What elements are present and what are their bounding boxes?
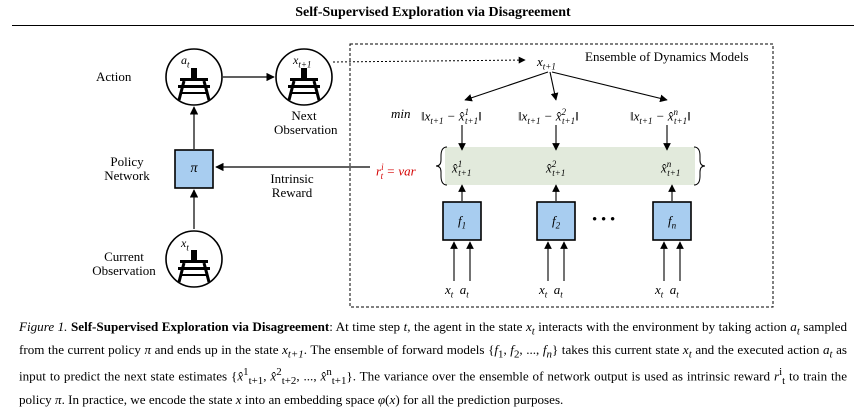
- norm-1: ‖xt+1 − x̂1t+1‖: [421, 107, 482, 126]
- policy-network-label: Policy Network: [104, 154, 150, 183]
- min-label: min: [391, 106, 411, 121]
- next-observation-label: Next Observation: [274, 108, 338, 137]
- ellipsis-dots: • • •: [592, 212, 616, 228]
- norm-2: ‖xt+1 − x̂2t+1‖: [518, 107, 579, 126]
- policy-symbol: π: [190, 161, 198, 176]
- prediction-band: [445, 147, 695, 185]
- input-pair-2: xt at: [539, 282, 563, 300]
- model-symbol-1: f1: [457, 213, 467, 231]
- model-box-1: [442, 201, 482, 241]
- prediction-2: x̂2t+1: [546, 159, 566, 178]
- intrinsic-reward-label: Intrinsic Reward: [270, 171, 314, 200]
- model-symbol-n: fn: [667, 213, 677, 231]
- action-label: Action: [96, 69, 132, 84]
- title-rule: [12, 25, 854, 26]
- ensemble-box: [349, 43, 774, 308]
- norm-n: ‖xt+1 − x̂nt+1‖: [630, 107, 691, 126]
- model-box-2: [536, 201, 576, 241]
- prediction-1: x̂1t+1: [452, 159, 472, 178]
- ensemble-label: Ensemble of Dynamics Models: [585, 49, 749, 64]
- reward-formula: rit = var: [376, 162, 416, 181]
- figure-caption: Figure 1. Self-Supervised Exploration vi…: [19, 319, 848, 407]
- current-observation-label: Current Observation: [92, 249, 156, 278]
- input-pair-1: xt at: [445, 282, 469, 300]
- current-state-symbol: xt: [181, 236, 189, 253]
- action-symbol: at: [181, 53, 190, 70]
- figure-title: Self-Supervised Exploration via Disagree…: [295, 5, 571, 20]
- input-pair-n: xt at: [655, 282, 679, 300]
- ensemble-input-symbol: xt+1: [537, 54, 556, 72]
- model-box-n: [652, 201, 692, 241]
- disagreement-diagram: [165, 43, 774, 308]
- prediction-n: x̂nt+1: [661, 159, 681, 178]
- next-state-symbol: xt+1: [293, 53, 312, 70]
- policy-network-box: [174, 149, 214, 189]
- model-symbol-2: f2: [551, 213, 561, 231]
